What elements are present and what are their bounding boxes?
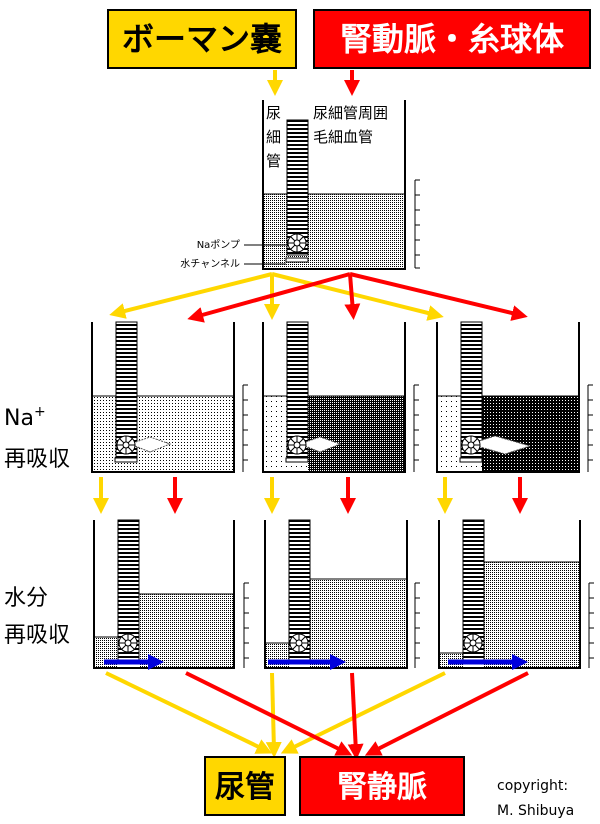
renal-vein-label: 腎静脈 (337, 770, 427, 805)
bowman-capsule-box: ボーマン嚢 (107, 9, 297, 69)
tubule-char-3: 管 (266, 152, 281, 170)
ureter-box: 尿管 (204, 756, 286, 816)
copyright-line2: M. Shibuya (497, 803, 575, 819)
row2-down-arrows (93, 477, 528, 514)
na-tank-3 (436, 321, 580, 473)
capillary-label-line1: 尿細管周囲 (313, 104, 388, 122)
renal-artery-label: 腎動脈・糸球体 (340, 20, 564, 58)
copyright-line1: copyright: (497, 778, 569, 794)
water-channel-icon (285, 257, 309, 263)
water-channel-label: 水チャンネル (180, 258, 240, 270)
tubule-wall (286, 119, 309, 256)
distribution-arrows (109, 272, 528, 323)
capillary-label-line2: 毛細血管 (313, 128, 373, 146)
water-tank-3 (438, 519, 581, 670)
tubule-char-2: 細 (266, 128, 281, 146)
na-tank-2 (262, 321, 406, 473)
water-label: 水分 (4, 586, 48, 611)
na-label: Na+ (4, 404, 46, 431)
na-pump-label: Naポンプ (197, 239, 240, 251)
converging-arrows (105, 671, 529, 760)
renal-vein-box: 腎静脈 (299, 756, 465, 816)
na-tank-scales (242, 384, 593, 472)
water-reabsorption-label: 再吸収 (4, 623, 70, 648)
scale-ticks (414, 179, 420, 269)
copyright-note: copyright: M. Shibuya (497, 774, 574, 824)
renal-artery-box: 腎動脈・糸球体 (313, 9, 591, 69)
water-tank-scales (243, 582, 594, 668)
bowman-capsule-label: ボーマン嚢 (122, 20, 282, 58)
na-pump-icon (287, 233, 307, 253)
first-tank: 尿 細 管 尿細管周囲 毛細血管 Naポンプ 水チャンネル (180, 100, 420, 270)
water-tank-2 (264, 519, 408, 670)
ureter-label: 尿管 (215, 770, 275, 805)
water-tank-1 (93, 519, 235, 670)
na-reabsorption-label: 再吸収 (4, 447, 70, 472)
tubule-char-1: 尿 (266, 104, 281, 122)
na-tank-1 (91, 321, 235, 473)
